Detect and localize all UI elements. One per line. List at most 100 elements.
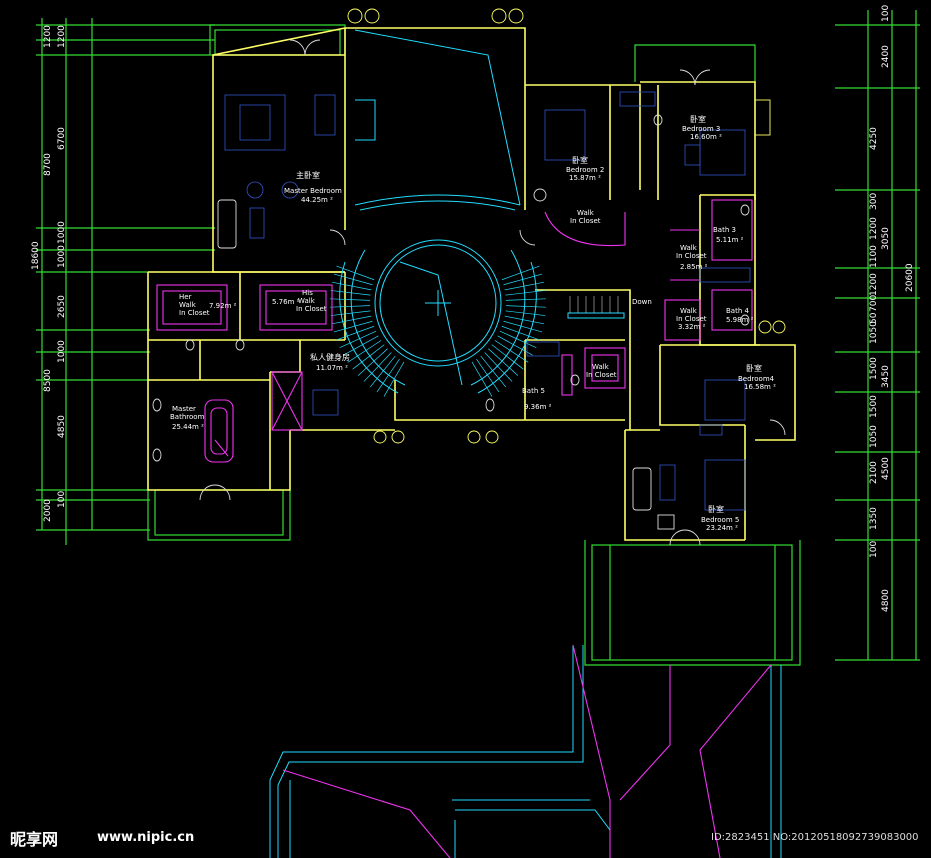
bath3-area: 5.11m ² bbox=[716, 236, 744, 244]
svg-text:1200: 1200 bbox=[869, 217, 879, 240]
svg-text:8700: 8700 bbox=[43, 153, 53, 176]
walk-closet-mid-area: 2.85m ² bbox=[680, 263, 708, 271]
left-dimension-lines bbox=[36, 18, 215, 545]
doors bbox=[199, 39, 786, 546]
his-closet-area: 5.76m ² bbox=[272, 298, 300, 306]
bedroom4-zh: 卧室 bbox=[746, 363, 762, 373]
his-closet-l1: His bbox=[302, 289, 313, 297]
stair-tread bbox=[488, 348, 519, 376]
bedroom5-zh: 卧室 bbox=[708, 504, 724, 514]
walk-closet-top-l2: In Closet bbox=[570, 217, 601, 225]
walk-closet-mid-l1: Walk bbox=[680, 244, 698, 252]
stair-tread bbox=[343, 335, 379, 356]
stair-tread bbox=[505, 310, 546, 316]
stair-tread bbox=[494, 340, 529, 363]
walk-closet-r-l2: In Closet bbox=[676, 315, 707, 323]
svg-text:1000: 1000 bbox=[57, 221, 67, 244]
stair-tread bbox=[501, 265, 540, 281]
walk-closet-c-l2: In Closet bbox=[586, 371, 617, 379]
svg-text:20600: 20600 bbox=[905, 263, 915, 292]
bedroom3-area: 16.60m ² bbox=[690, 133, 722, 141]
stair-tread bbox=[330, 310, 371, 316]
bedroom5-area: 23.24m ² bbox=[706, 524, 738, 532]
her-closet-l1: Her bbox=[179, 293, 192, 301]
stair-tread bbox=[499, 330, 537, 349]
stair-tread bbox=[339, 330, 377, 349]
svg-text:1000: 1000 bbox=[57, 245, 67, 268]
stair-tread bbox=[504, 281, 545, 291]
master-bath-area: 25.44m ² bbox=[172, 423, 204, 431]
stair-tread bbox=[491, 344, 524, 370]
stair-down-label: Down bbox=[632, 298, 652, 306]
svg-text:4500: 4500 bbox=[881, 457, 891, 480]
svg-text:100: 100 bbox=[869, 541, 879, 558]
stair-tread bbox=[333, 273, 373, 286]
svg-text:1350: 1350 bbox=[869, 507, 879, 530]
her-closet-area: 7.92m ² bbox=[209, 302, 237, 310]
right-dimension-lines bbox=[835, 10, 920, 661]
stair-tread bbox=[505, 298, 546, 301]
stair-tread bbox=[333, 320, 373, 333]
svg-text:1500: 1500 bbox=[869, 395, 879, 418]
master-bath-l2: Bathroom bbox=[170, 413, 205, 421]
her-closet-l3: In Closet bbox=[179, 309, 210, 317]
walk-closet-r-l1: Walk bbox=[680, 307, 698, 315]
stair-tread bbox=[480, 355, 507, 388]
bedroom2-zh: 卧室 bbox=[572, 155, 588, 165]
stair-tread bbox=[363, 352, 392, 382]
stair-tread bbox=[352, 344, 385, 370]
fixtures bbox=[156, 199, 753, 463]
central-void bbox=[354, 29, 626, 247]
stair-tread bbox=[503, 273, 543, 286]
his-closet-l3: In Closet bbox=[296, 305, 327, 313]
bath4-label: Bath 4 bbox=[726, 307, 749, 315]
svg-text:50: 50 bbox=[869, 312, 879, 324]
svg-text:4850: 4850 bbox=[57, 415, 67, 438]
bath5-label: Bath 5 bbox=[522, 387, 545, 395]
stair-tread bbox=[476, 358, 500, 393]
svg-text:6700: 6700 bbox=[57, 127, 67, 150]
image-id: ID:2823451 NO:20120518092739083000 bbox=[711, 832, 919, 843]
bedroom2-en: Bedroom 2 bbox=[566, 166, 604, 174]
svg-text:3450: 3450 bbox=[881, 365, 891, 388]
stair-tread bbox=[347, 340, 382, 363]
walk-closet-mid-l2: In Closet bbox=[676, 252, 707, 260]
stair-tread bbox=[331, 281, 372, 291]
stair-tread bbox=[383, 361, 405, 397]
bedroom3-en: Bedroom 3 bbox=[682, 125, 720, 133]
svg-text:8500: 8500 bbox=[43, 369, 53, 392]
bath5-area: 9.36m ² bbox=[524, 403, 552, 411]
watermark-brand: 昵享网 bbox=[10, 830, 59, 849]
stair-tread bbox=[330, 298, 371, 301]
bedroom4-area: 16.58m ² bbox=[744, 383, 776, 391]
svg-text:2100: 2100 bbox=[869, 461, 879, 484]
stair-tread bbox=[501, 325, 540, 341]
stair-tread bbox=[331, 315, 372, 325]
svg-text:4250: 4250 bbox=[869, 127, 879, 150]
stair-tread bbox=[471, 361, 493, 397]
walk-closet-r-area: 3.32m ² bbox=[678, 323, 706, 331]
stair-tread bbox=[330, 305, 371, 308]
svg-text:2000: 2000 bbox=[43, 499, 53, 522]
master-bath-l1: Master bbox=[172, 405, 196, 413]
master-bedroom-en: Master Bedroom bbox=[284, 187, 342, 195]
svg-text:4800: 4800 bbox=[881, 589, 891, 612]
bedroom4-en: Bedroom4 bbox=[738, 375, 775, 383]
svg-text:1050: 1050 bbox=[869, 321, 879, 344]
stair-columns bbox=[373, 320, 786, 444]
master-bedroom-zh: 主卧室 bbox=[296, 170, 320, 180]
svg-text:700: 700 bbox=[869, 295, 879, 312]
svg-text:2400: 2400 bbox=[881, 45, 891, 68]
bedroom5-en: Bedroom 5 bbox=[701, 516, 739, 524]
furniture bbox=[152, 91, 751, 530]
her-closet-l2: Walk bbox=[179, 301, 197, 309]
svg-text:100: 100 bbox=[881, 5, 891, 22]
stair-tread bbox=[503, 320, 543, 333]
spiral-staircase bbox=[330, 239, 625, 397]
bedroom2-area: 15.87m ² bbox=[569, 174, 601, 182]
svg-text:1200: 1200 bbox=[43, 25, 53, 48]
stair-tread bbox=[369, 355, 396, 388]
stair-tread bbox=[336, 325, 375, 341]
stair-tread bbox=[330, 290, 371, 296]
walls bbox=[147, 27, 796, 541]
